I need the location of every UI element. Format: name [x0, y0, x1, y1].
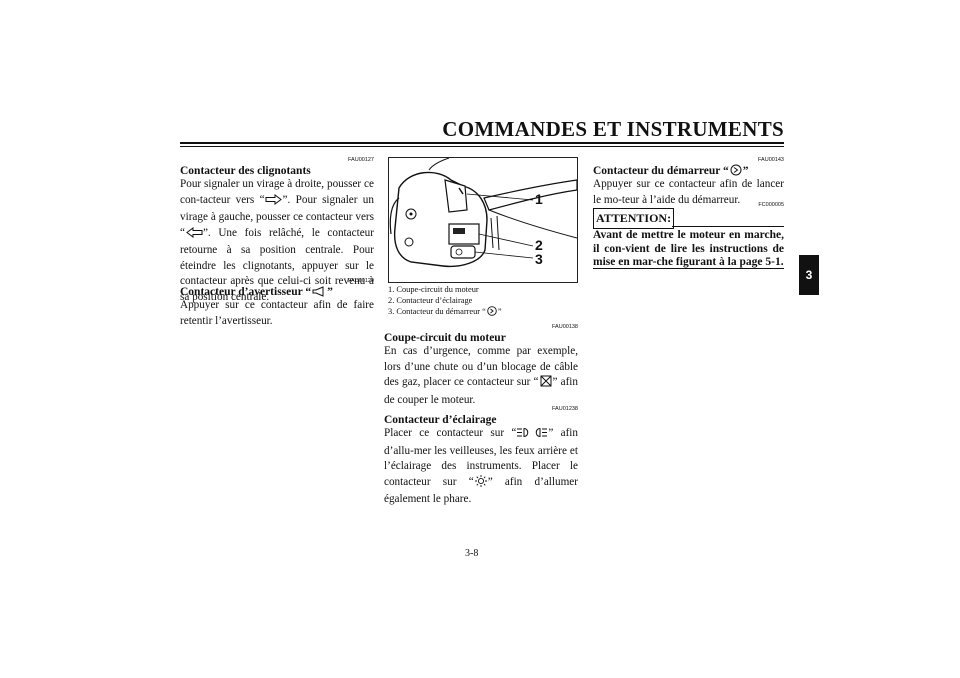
- text-run: Placer ce contacteur sur “: [384, 427, 517, 439]
- section-body: Pour signaler un virage à droite, pousse…: [180, 177, 374, 305]
- reference-code: FAU00138: [552, 324, 578, 330]
- starter-icon: [486, 306, 498, 320]
- reference-code: FAU00127: [348, 157, 374, 163]
- text-run: Pour signaler un virage à droite, pousse…: [180, 178, 374, 206]
- header-rule-thin: [180, 146, 784, 147]
- text-run: 3. Contacteur du démarreur “: [388, 307, 486, 316]
- handlebar-switch-illustration: 1 2 3: [389, 158, 577, 268]
- reference-code: FAU00143: [758, 157, 784, 163]
- callout-3: 3: [535, 251, 543, 267]
- section-body: Placer ce contacteur sur “” afin d’allu-…: [384, 426, 578, 508]
- page-title: COMMANDES ET INSTRUMENTS: [442, 117, 784, 141]
- headlight-icon: [534, 427, 548, 444]
- text-run: ” afin d’allu-mer les veilleuses, les fe…: [384, 427, 579, 488]
- section-heading: Coupe-circuit du moteur: [384, 332, 506, 344]
- reference-code: FAU00129: [348, 278, 374, 284]
- section-heading: Contacteur d’avertisseur “ ”: [180, 285, 333, 301]
- attention-underline: [593, 268, 784, 269]
- figure-caption-1: 1. Coupe-circuit du moteur: [388, 285, 479, 294]
- text-run: ”: [742, 165, 749, 177]
- section-body: Appuyer sur ce contacteur afin de faire …: [180, 299, 374, 327]
- attention-label: ATTENTION:: [593, 208, 674, 229]
- section-body: En cas d’urgence, comme par exemple, lor…: [384, 344, 578, 408]
- attention-rule: [672, 226, 784, 227]
- section-heading: Contacteur des clignotants: [180, 165, 311, 177]
- attention-text: Avant de mettre le moteur en marche, il …: [593, 229, 784, 268]
- handlebar-switch-figure: 1 2 3: [388, 157, 578, 283]
- text-run: ”. Pour signaler un virage à gauche, pou…: [180, 193, 374, 239]
- section-heading: Contacteur du démarreur “ ”: [593, 164, 749, 180]
- page-number: 3-8: [465, 548, 479, 559]
- figure-caption-3: 3. Contacteur du démarreur “ ”: [388, 306, 502, 320]
- header-rule: [180, 142, 784, 144]
- section-body: Appuyer sur ce contacteur afin de lancer…: [593, 178, 784, 206]
- chapter-tab: 3: [799, 255, 819, 295]
- text-run: ” afin d’allumer également le phare.: [384, 475, 578, 506]
- parking-light-icon: [516, 427, 530, 444]
- horn-icon: [311, 286, 327, 301]
- engine-stop-icon: [539, 375, 553, 393]
- text-run: ” afin de couper le moteur.: [384, 376, 579, 406]
- text-run: ”: [327, 286, 333, 298]
- section-heading: Contacteur d’éclairage: [384, 414, 497, 426]
- text-run: ”. Une fois relâché, le contacteur retou…: [180, 226, 374, 303]
- callout-2: 2: [535, 237, 543, 253]
- text-run: ”: [497, 307, 502, 316]
- reference-code: FC000005: [758, 202, 784, 208]
- reference-code: FAU01238: [552, 406, 578, 412]
- figure-caption-2: 2. Contacteur d’éclairage: [388, 296, 473, 305]
- turn-left-arrow-icon: [185, 226, 203, 244]
- headlight-on-icon: [474, 474, 488, 493]
- callout-1: 1: [535, 191, 543, 207]
- text-run: Contacteur d’avertisseur “: [180, 286, 312, 298]
- text-run: En cas d’urgence, comme par exemple, lor…: [384, 345, 578, 388]
- turn-right-arrow-icon: [265, 193, 283, 211]
- text-run: Contacteur du démarreur “: [593, 165, 729, 177]
- starter-icon: [729, 164, 743, 180]
